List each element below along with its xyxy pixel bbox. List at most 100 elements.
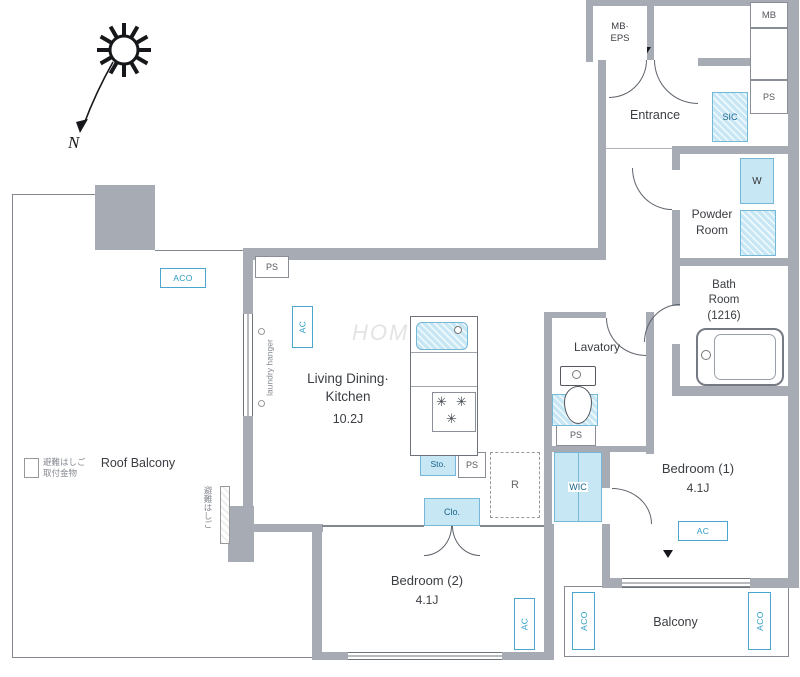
wall	[243, 248, 253, 314]
mb-box: MB	[750, 2, 788, 28]
evac-ladder-note: 避難はしご 取付金物	[43, 457, 105, 479]
bedroom2-label: Bedroom (2) 4.1J	[352, 572, 502, 608]
closet-label: Clo.	[443, 507, 460, 517]
partition	[322, 525, 424, 527]
bath-text: Room	[708, 294, 740, 307]
wall	[672, 146, 680, 170]
wall	[646, 312, 654, 454]
mb-eps-label: EPS	[610, 33, 630, 44]
aco-label: ACO	[754, 611, 765, 631]
ps-label: PS	[762, 92, 775, 102]
wall	[228, 506, 254, 562]
wall	[243, 248, 606, 260]
ac-unit: AC	[514, 598, 535, 650]
aco-unit: ACO	[572, 592, 595, 650]
burner-icon: ✳	[436, 394, 447, 409]
fridge-space: R	[490, 452, 540, 518]
bedroom1-label: Bedroom (1) 4.1J	[628, 460, 768, 496]
wall	[698, 58, 788, 66]
wall	[602, 524, 610, 586]
ldk-text: Kitchen	[325, 389, 371, 405]
mb-eps-label: MB·	[611, 21, 629, 33]
window	[243, 314, 253, 416]
roof-balcony-outline	[12, 657, 313, 658]
bedroom1-text: Bedroom (1)	[661, 461, 735, 476]
kitchen-sink	[416, 322, 468, 350]
ps-box: PS	[556, 424, 596, 446]
wall	[602, 452, 610, 488]
wall	[672, 266, 680, 306]
partition	[480, 525, 544, 527]
closet-box: Clo.	[424, 498, 480, 526]
balcony-text: Balcony	[653, 615, 698, 629]
ac-unit: AC	[292, 306, 313, 348]
ldk-text: Living Dining·	[307, 371, 389, 386]
north-arrow-icon: N	[67, 23, 151, 152]
wall	[95, 185, 155, 250]
evac-ladder-text: 避難はしご	[43, 457, 86, 467]
evac-mount-text: 取付金物	[43, 468, 78, 479]
wall	[598, 60, 606, 258]
wall	[788, 0, 799, 588]
wall	[502, 652, 550, 660]
ps-box: PS	[255, 256, 289, 278]
burner-icon: ✳	[456, 394, 467, 409]
aco-label: ACO	[578, 611, 589, 631]
burner-icon: ✳	[446, 411, 457, 426]
aco-label: ACO	[173, 273, 193, 283]
ps-label: PS	[265, 262, 278, 272]
counter-divider	[411, 352, 477, 353]
lavatory-text: Lavatory	[573, 340, 621, 354]
bath-text: (1216)	[707, 309, 741, 322]
stove	[432, 392, 476, 432]
sic-closet: SIC	[712, 92, 748, 142]
wall	[586, 0, 798, 6]
roof-balcony-outline	[12, 194, 13, 658]
bedroom2-size: 4.1J	[415, 593, 439, 608]
ac-label: AC	[696, 526, 710, 536]
wall	[544, 446, 652, 452]
ps-label: PS	[465, 460, 478, 470]
evac-ladder-vertical-note: 避難はしご	[202, 486, 213, 550]
ps-box: PS	[750, 80, 788, 114]
ldk-size: 10.2J	[332, 412, 364, 427]
roof-balcony-text: Roof Balcony	[100, 456, 176, 470]
north-label: N	[67, 133, 81, 152]
door-swing	[644, 304, 680, 342]
door-swing	[424, 526, 452, 556]
ac-label: AC	[297, 320, 308, 334]
wall	[243, 524, 323, 532]
wall	[750, 578, 788, 588]
powder-room-label: Powder Room	[676, 206, 748, 238]
bathtub-inner	[714, 334, 776, 380]
wall	[602, 578, 622, 588]
window	[622, 578, 750, 588]
door-swing	[654, 60, 698, 104]
washer-space: W	[740, 158, 774, 204]
window-marker-icon	[663, 550, 673, 558]
aco-unit: ACO	[748, 592, 771, 650]
wall	[586, 0, 593, 62]
evac-hatch-icon	[24, 458, 39, 478]
fridge-label: R	[511, 479, 519, 491]
evac-ladder-vertical-text: 避難はしご	[203, 486, 214, 529]
bath-text: Bath	[712, 279, 736, 291]
lavatory-label: Lavatory	[550, 339, 644, 355]
entrance-step	[606, 148, 672, 149]
counter-divider	[411, 386, 477, 387]
wall	[672, 386, 788, 396]
wall	[672, 210, 680, 266]
wall	[544, 524, 554, 660]
bath-faucet-icon	[701, 350, 711, 360]
ac-unit: AC	[678, 521, 728, 541]
powder-vanity	[740, 210, 776, 256]
bedroom1-size: 4.1J	[686, 481, 710, 496]
washer-label: W	[752, 175, 762, 187]
door-swing	[609, 60, 647, 98]
roof-balcony-outline	[155, 250, 245, 251]
roof-balcony-label: Roof Balcony	[78, 455, 198, 472]
toilet-button-icon	[572, 370, 581, 379]
entrance-label: Entrance	[600, 107, 710, 124]
bedroom2-text: Bedroom (2)	[390, 573, 464, 588]
